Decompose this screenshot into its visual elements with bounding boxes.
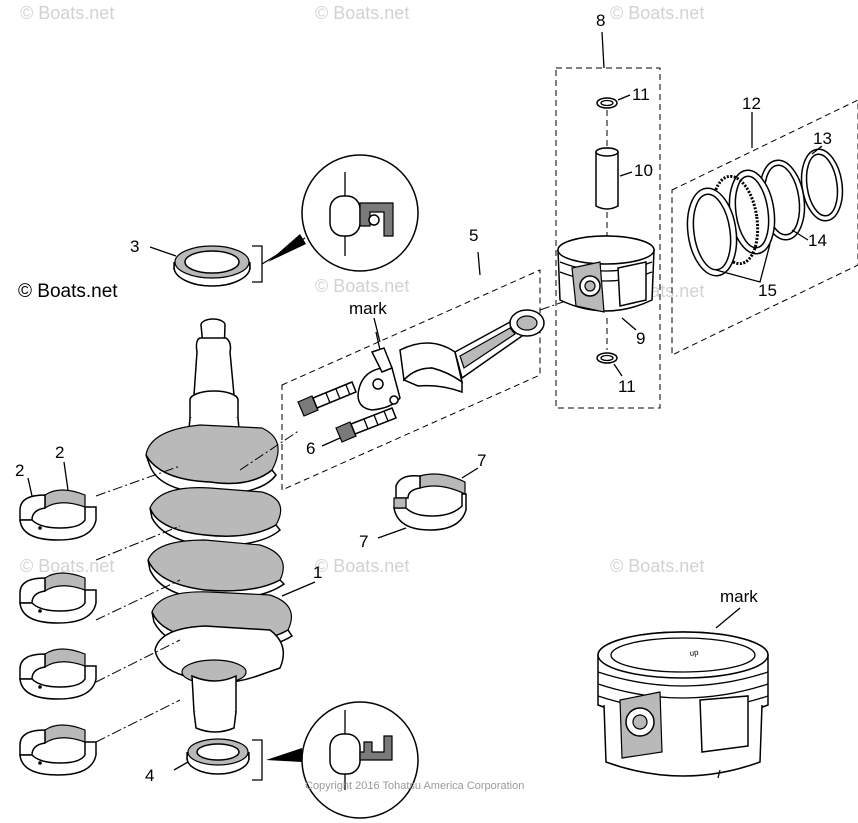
- watermark: © Boats.net: [20, 3, 115, 23]
- piston-pin-clip-bottom: [596, 352, 618, 364]
- leader: [715, 243, 771, 283]
- callout-rod-group: 5: [469, 226, 479, 245]
- leader: [321, 437, 341, 447]
- leader: [27, 477, 33, 497]
- centerline: [95, 699, 181, 743]
- rod-bolt: [335, 407, 397, 443]
- callout-oil-ring: 15: [758, 281, 777, 300]
- main-bearing: [19, 572, 97, 624]
- callout-pin-clip: 11: [618, 377, 636, 396]
- leader: [377, 527, 407, 539]
- callout-ring-set: 12: [742, 94, 761, 113]
- watermark: © Boats.net: [315, 556, 410, 576]
- callout-piston-pin: 10: [634, 161, 653, 180]
- centerline: [95, 525, 181, 561]
- callout-rod-bearing: 7: [359, 532, 369, 551]
- oil-ring: [728, 169, 776, 255]
- svg-text:up: up: [689, 648, 700, 658]
- bracket-seal-bottom: [252, 739, 263, 781]
- rod-group-outline: [281, 269, 541, 491]
- oil-seal-top: [173, 245, 251, 287]
- leader: [715, 607, 741, 629]
- leader: [373, 317, 381, 343]
- oil-seal-bottom: [186, 738, 250, 775]
- leader: [619, 171, 633, 177]
- callout-rod-bearing: 7: [477, 451, 487, 470]
- leader: [281, 581, 316, 597]
- centerline: [95, 639, 181, 683]
- centerline: [95, 465, 181, 497]
- callout-mark-rod: mark: [349, 299, 387, 318]
- piston-pin: [595, 147, 619, 210]
- rod-bearing: [393, 493, 467, 531]
- leader: [477, 251, 481, 276]
- leader: [811, 145, 823, 155]
- callout-pin-clip: 11: [632, 85, 650, 104]
- detail-pointer: [268, 234, 306, 262]
- rod-bolt: [297, 381, 357, 417]
- leader: [617, 94, 631, 101]
- callout-piston-group: 8: [596, 11, 606, 30]
- callout-piston-ring: 14: [808, 231, 827, 250]
- leader: [173, 761, 189, 771]
- callout-oil-seal-top: 3: [130, 237, 140, 256]
- piston-group-outline: [555, 67, 661, 409]
- piston-mark-detail: up: [597, 631, 769, 779]
- main-bearing: [19, 648, 97, 700]
- connecting-rod: [357, 309, 545, 411]
- callout-crankshaft: 1: [313, 563, 323, 582]
- callout-piston-ring: 13: [813, 129, 832, 148]
- callout-piston: 9: [636, 329, 646, 348]
- centerline: [539, 295, 581, 311]
- watermark: © Boats.net: [315, 3, 410, 23]
- leader: [149, 246, 177, 257]
- watermark: © Boats.net: [20, 556, 115, 576]
- main-bearing: [19, 489, 97, 541]
- centerline: [95, 579, 181, 621]
- callout-mark-piston: mark: [720, 587, 758, 606]
- leader: [621, 317, 637, 331]
- main-bearing: [19, 724, 97, 776]
- centerline: [239, 429, 301, 471]
- leader: [791, 229, 809, 241]
- callout-main-bearing: 2: [15, 461, 25, 480]
- seal-detail-bubble-top: [301, 154, 419, 272]
- watermark: © Boats.net: [315, 276, 410, 296]
- piston-ring: [800, 148, 844, 222]
- crankshaft: [145, 318, 294, 733]
- piston: [557, 235, 655, 313]
- brand-label: © Boats.net: [18, 281, 118, 302]
- leader: [63, 461, 69, 491]
- leader: [613, 363, 623, 377]
- piston-pin-clip-top: [596, 97, 618, 109]
- callout-main-bearing: 2: [55, 443, 65, 462]
- bracket-seal-top: [252, 245, 263, 283]
- copyright-text: Copyright 2016 Tohatsu America Corporati…: [305, 780, 525, 792]
- seal-detail-bubble-bottom: [301, 701, 419, 819]
- watermark: © Boats.net: [610, 556, 705, 576]
- ring-set-outline: [671, 99, 858, 356]
- leader: [601, 31, 605, 69]
- detail-pointer: [266, 748, 302, 762]
- leader: [461, 467, 479, 479]
- callout-oil-seal-bottom: 4: [145, 766, 155, 785]
- watermark: © Boats.net: [610, 3, 705, 23]
- rod-bearing: [395, 473, 466, 499]
- callout-rod-bolt: 6: [306, 439, 316, 458]
- oil-ring: [686, 187, 738, 277]
